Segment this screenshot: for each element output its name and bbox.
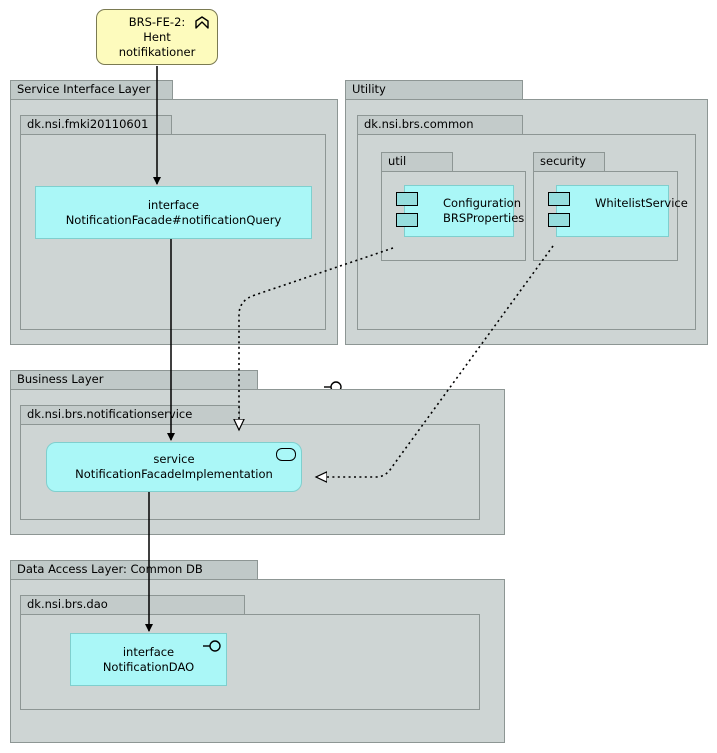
package-label-service-interface-layer: Service Interface Layer — [17, 82, 151, 96]
package-label-dk-nsi-brs-common: dk.nsi.brs.common — [364, 117, 474, 131]
component-port-icon-lower-security — [548, 213, 570, 227]
use-case-note[interactable]: BRS-FE-2: Hent notifikationer — [96, 9, 218, 65]
note-line-3: notifikationer — [118, 45, 196, 59]
node-notification-facade-implementation[interactable]: service NotificationFacadeImplementation — [46, 442, 302, 492]
node-stereotype-interface: interface — [147, 197, 200, 212]
package-tab-dk-nsi-brs-dao: dk.nsi.brs.dao — [20, 595, 245, 614]
package-tab-service-interface-layer: Service Interface Layer — [10, 80, 173, 99]
package-tab-business-layer: Business Layer — [10, 370, 258, 389]
component-port-icon-upper-security — [548, 192, 570, 206]
package-label-security: security — [540, 154, 586, 168]
node-name-brsproperties: BRSProperties — [443, 211, 525, 225]
node-name-notification-facade-implementation: NotificationFacadeImplementation — [75, 467, 273, 481]
package-label-dk-nsi-brs-dao: dk.nsi.brs.dao — [27, 597, 108, 611]
note-title: BRS-FE-2: — [128, 15, 186, 29]
component-port-icon-lower-util — [396, 213, 418, 227]
package-label-dk-nsi-fmki20110601: dk.nsi.fmki20110601 — [27, 117, 149, 131]
node-notification-facade-interface[interactable]: interface NotificationFacade#notificatio… — [35, 186, 342, 393]
node-configuration-brsproperties-component[interactable]: Configuration BRSProperties — [404, 185, 524, 237]
package-tab-data-access-layer: Data Access Layer: Common DB — [10, 560, 258, 579]
package-label-util: util — [388, 154, 407, 168]
package-tab-dk-nsi-brs-common: dk.nsi.brs.common — [357, 115, 523, 134]
package-tab-utility-layer: Utility — [345, 80, 523, 99]
package-tab-util: util — [381, 152, 453, 171]
node-stereotype-service: service — [153, 452, 195, 466]
package-dk-nsi-brs-dao[interactable]: dk.nsi.brs.dao — [20, 595, 480, 710]
package-tab-security: security — [533, 152, 605, 171]
node-name-notification-dao: NotificationDAO — [102, 659, 195, 674]
note-line-2: Hent — [143, 30, 171, 44]
node-whitelist-service-component[interactable]: WhitelistService — [556, 185, 688, 237]
node-name-notification-facade: NotificationFacade#notificationQuery — [65, 212, 282, 227]
package-tab-dk-nsi-fmki20110601: dk.nsi.fmki20110601 — [20, 115, 172, 134]
node-name-whitelistservice: WhitelistService — [595, 195, 688, 210]
package-label-utility-layer: Utility — [352, 82, 386, 96]
package-tab-dk-nsi-brs-notificationservice: dk.nsi.brs.notificationservice — [20, 405, 240, 424]
package-label-dk-nsi-brs-notificationservice: dk.nsi.brs.notificationservice — [27, 407, 193, 421]
component-rounded-icon — [276, 448, 296, 461]
node-stereotype-interface-dao: interface — [122, 644, 175, 659]
package-label-data-access-layer: Data Access Layer: Common DB — [17, 562, 203, 576]
node-notification-dao-interface[interactable]: interface NotificationDAO — [70, 633, 227, 686]
component-port-icon-upper-util — [396, 192, 418, 206]
lollipop-provided-interface-icon-dao — [203, 640, 221, 652]
package-label-business-layer: Business Layer — [17, 372, 104, 386]
node-name-configuration: Configuration — [443, 196, 521, 210]
chevron-up-icon — [195, 16, 209, 29]
